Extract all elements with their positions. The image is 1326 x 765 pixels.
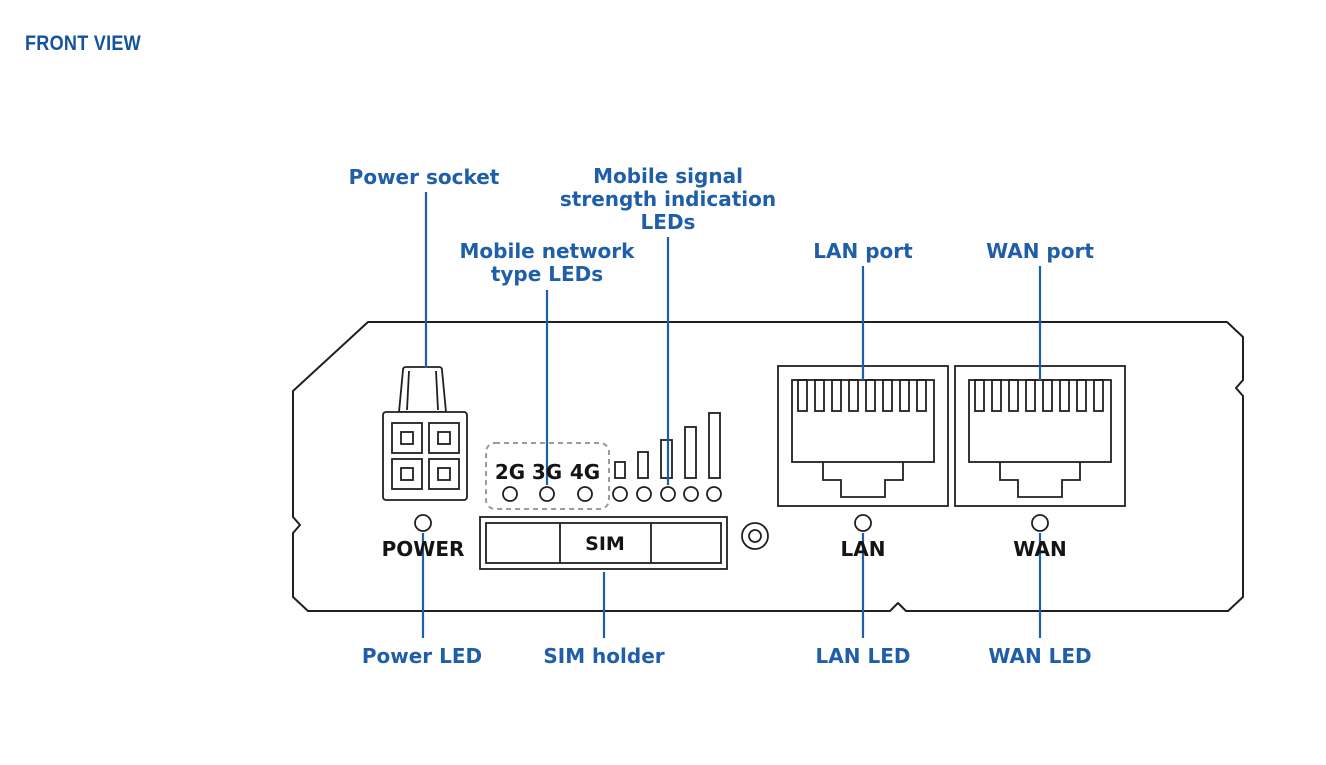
signal-bar-5 [708,412,721,479]
wan-port-inner [968,379,1112,463]
panel-labels: 2G 3G 4G SIM POWER LAN WAN [382,460,1067,561]
power-socket-cell [391,422,423,454]
led-2g [502,486,518,502]
pin [916,379,927,412]
power-socket [382,366,468,501]
led-3g [539,486,555,502]
callout-lines [421,192,1042,638]
callout-mobile-network-line1: Mobile network [460,239,636,263]
pin [831,379,842,412]
pin [848,379,859,412]
power-socket-cell [428,458,460,490]
signal-led-5 [706,486,722,502]
lan-port [777,365,949,507]
callout-mobile-signal-line2: strength indication [560,187,776,211]
callout-labels: Power socket Mobile network type LEDs Mo… [349,164,1095,668]
callout-lan-port: LAN port [813,239,913,263]
label-3g: 3G [532,460,562,484]
lan-port-pins [797,379,927,412]
label-4g: 4G [570,460,600,484]
power-socket-latch [398,366,447,413]
lan-port-inner [791,379,935,463]
reset-button-inner-ring [748,529,762,543]
signal-bar-4 [684,426,697,479]
network-type-dashed-box [485,442,610,510]
wan-port [954,365,1126,507]
mobile-network-type-leds [485,442,610,510]
sim-holder-outer [479,516,728,570]
pin [1076,379,1087,412]
power-socket-pin [400,467,414,481]
callout-power-led: Power LED [362,644,482,668]
pin [865,379,876,412]
lan-label: LAN [841,537,886,561]
wan-port-latch-notch [999,462,1081,498]
power-led [414,514,432,532]
wan-label: WAN [1013,537,1066,561]
signal-strength-leds [612,412,722,502]
pin [1093,379,1104,412]
signal-led-1 [612,486,628,502]
wan-led [1031,514,1049,532]
pin [814,379,825,412]
callout-mobile-signal-line3: LEDs [641,210,696,234]
callout-mobile-network-line2: type LEDs [491,262,603,286]
callout-mobile-signal-line1: Mobile signal [593,164,743,188]
wan-port-pins [974,379,1104,412]
power-socket-pin [400,431,414,445]
power-socket-cell [391,458,423,490]
lan-led [854,514,872,532]
signal-bar-1 [614,461,626,479]
signal-led-2 [636,486,652,502]
pin [974,379,985,412]
power-label: POWER [382,537,465,561]
power-socket-body [382,411,468,501]
power-socket-latch-inner-right [435,370,439,411]
callout-lan-led: LAN LED [816,644,911,668]
signal-bar-3 [660,439,673,479]
sim-label: SIM [585,533,625,555]
pin [1008,379,1019,412]
pin [1059,379,1070,412]
sim-holder [479,516,728,570]
led-4g [577,486,593,502]
power-socket-pin [437,467,451,481]
power-socket-latch-inner-left [406,370,410,411]
pin [882,379,893,412]
page-title: FRONT VIEW [25,32,141,55]
signal-led-3 [660,486,676,502]
pin [991,379,1002,412]
callout-power-socket: Power socket [349,165,500,189]
pin [797,379,808,412]
signal-led-4 [683,486,699,502]
power-socket-pin [437,431,451,445]
reset-button [741,522,769,550]
callout-sim-holder: SIM holder [543,644,664,668]
power-socket-cell [428,422,460,454]
pin [1025,379,1036,412]
label-2g: 2G [495,460,525,484]
sim-holder-inner [485,522,722,564]
callout-wan-led: WAN LED [988,644,1091,668]
pin [1042,379,1053,412]
callout-wan-port: WAN port [986,239,1094,263]
pin [899,379,910,412]
lan-port-latch-notch [822,462,904,498]
signal-bar-2 [637,451,649,479]
